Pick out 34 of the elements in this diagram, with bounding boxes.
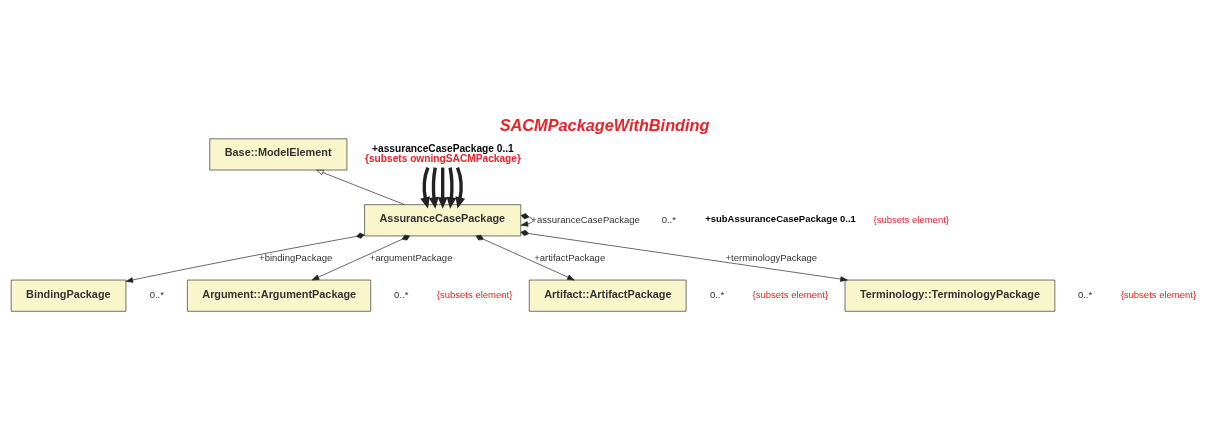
edge-label: +assuranceCasePackage [531, 213, 640, 225]
label: {subsets element} [873, 213, 949, 225]
arrow [311, 234, 410, 280]
label: 0..* [661, 213, 676, 225]
label: +subAssuranceCasePackage 0..1 [705, 212, 856, 224]
label: 0..* [1077, 288, 1093, 300]
node-box: Argument::ArgumentPackage [187, 279, 372, 312]
arrow [520, 229, 848, 282]
edge-label: +argumentPackage [369, 250, 453, 262]
edge-label: +bindingPackage [259, 250, 333, 262]
arrow [455, 166, 466, 209]
label: 0..* [709, 288, 725, 300]
node-box: BindingPackage [10, 279, 127, 312]
arrow [446, 166, 457, 209]
edge-label: +terminologyPackage [725, 250, 818, 262]
label: {subsets element} [1120, 288, 1197, 300]
label: {subsets element} [436, 288, 513, 300]
label: 0..* [149, 288, 164, 300]
arrow [520, 212, 534, 227]
arrow [428, 166, 439, 209]
edge-label: +artifactPackage [534, 250, 606, 262]
arrow [420, 166, 430, 209]
node-box: Artifact::ArtifactPackage [528, 279, 687, 312]
node-box: Terminology::TerminologyPackage [844, 279, 1056, 312]
node-box: AssuranceCasePackage [364, 203, 522, 236]
arrow [125, 232, 365, 283]
diagram-title: SACMPackageWithBinding [499, 115, 710, 134]
node-box: Base::ModelElement [209, 137, 348, 170]
label: 0..* [394, 288, 409, 300]
label: {subsets element} [752, 288, 829, 300]
arrow [316, 169, 405, 205]
node-text: +assuranceCasePackage 0..1 {subsets owningSACMPackage} [364, 142, 521, 164]
arrow [437, 167, 448, 209]
arrow [475, 234, 575, 280]
